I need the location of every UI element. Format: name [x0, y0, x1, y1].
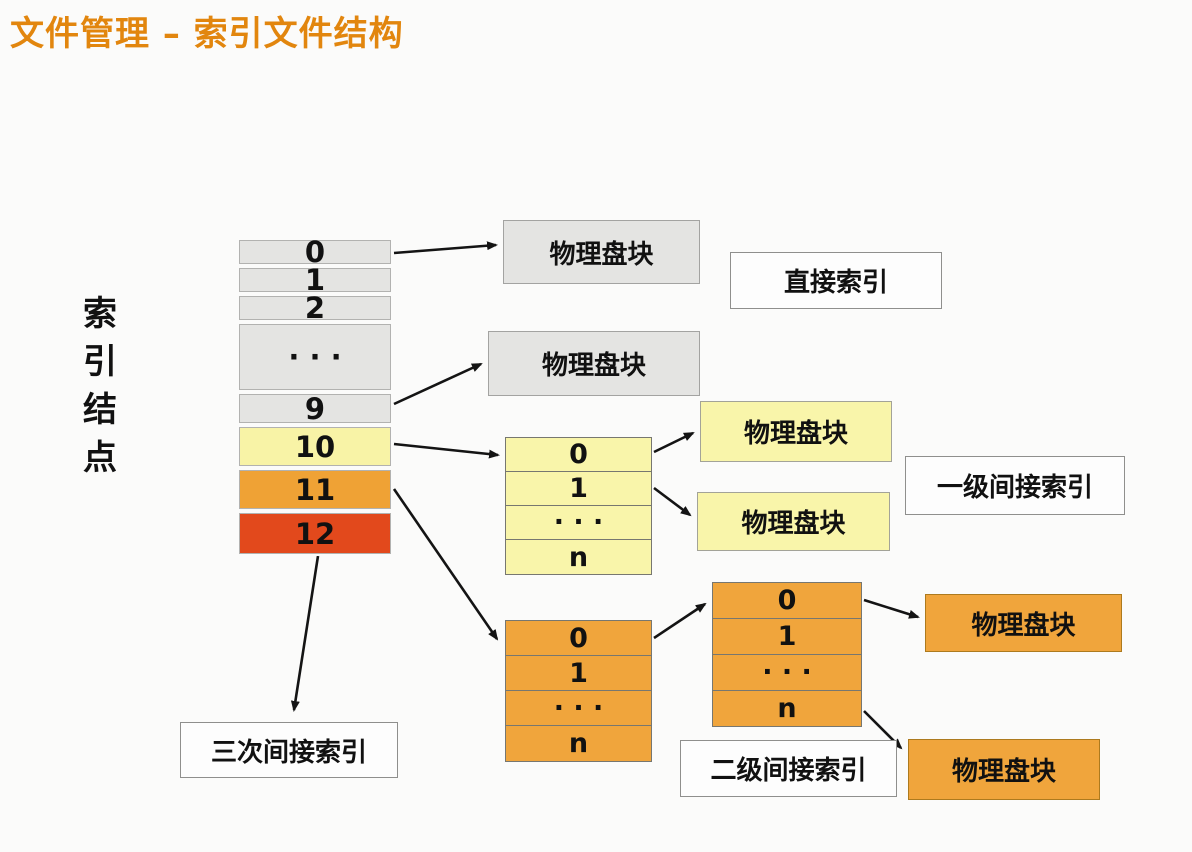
- index-entry-1: 1: [237, 263, 393, 297]
- double-l2-entry-n: n: [712, 690, 862, 727]
- index-entry-0: 0: [237, 235, 393, 269]
- arrow-single0-to-block: [653, 431, 695, 454]
- arrow-row11-to-double-table: [392, 488, 499, 641]
- double-l2-entry-0: 0: [712, 582, 862, 619]
- arrow-row12-to-triple-label: [290, 555, 320, 712]
- index-entry-12: 12: [237, 511, 393, 556]
- arrow-row9-to-block: [393, 362, 483, 406]
- physical-block-double-1: 物理盘块: [925, 594, 1122, 652]
- physical-block-direct-2: 物理盘块: [488, 331, 700, 396]
- physical-block-single-1: 物理盘块: [700, 401, 892, 462]
- arrow-double-l2-0-to-block: [863, 598, 920, 619]
- physical-block-single-2: 物理盘块: [697, 492, 890, 551]
- arrow-row10-to-single-table: [393, 442, 500, 459]
- index-entry-2: 2: [237, 291, 393, 325]
- single-indirect-entry-ellipsis: · · ·: [505, 505, 652, 540]
- double-l1-entry-ellipsis: · · ·: [505, 690, 652, 726]
- double-l2-entry-1: 1: [712, 618, 862, 655]
- double-indirect-level1-table: 0 1 · · · n: [505, 620, 652, 762]
- physical-block-double-2: 物理盘块: [908, 739, 1100, 800]
- double-l1-entry-1: 1: [505, 655, 652, 691]
- index-entry-9: 9: [237, 392, 393, 426]
- triple-indirect-index-label: 三次间接索引: [180, 722, 398, 778]
- index-entry-10: 10: [237, 425, 393, 468]
- index-entry-11: 11: [237, 468, 393, 511]
- physical-block-direct-1: 物理盘块: [503, 220, 700, 284]
- index-node-table: 0 1 2 · · · 9 10 11 12: [237, 235, 393, 556]
- page-title: 文件管理 – 索引文件结构: [10, 14, 404, 54]
- single-indirect-entry-n: n: [505, 539, 652, 575]
- single-indirect-index-label: 一级间接索引: [905, 456, 1125, 515]
- double-l1-entry-0: 0: [505, 620, 652, 656]
- arrow-single1-to-block: [653, 486, 692, 517]
- index-entry-ellipsis: · · ·: [237, 322, 393, 392]
- double-l1-entry-n: n: [505, 725, 652, 762]
- direct-index-label: 直接索引: [730, 252, 942, 309]
- double-indirect-level2-table: 0 1 · · · n: [712, 582, 862, 727]
- arrow-double-l1-to-l2: [653, 602, 707, 640]
- double-l2-entry-ellipsis: · · ·: [712, 654, 862, 691]
- index-node-label: 索引结点: [83, 294, 117, 478]
- single-indirect-entry-0: 0: [505, 437, 652, 472]
- double-indirect-index-label: 二级间接索引: [680, 740, 897, 797]
- single-indirect-table: 0 1 · · · n: [505, 437, 652, 575]
- arrow-row0-to-block: [393, 241, 498, 255]
- single-indirect-entry-1: 1: [505, 471, 652, 506]
